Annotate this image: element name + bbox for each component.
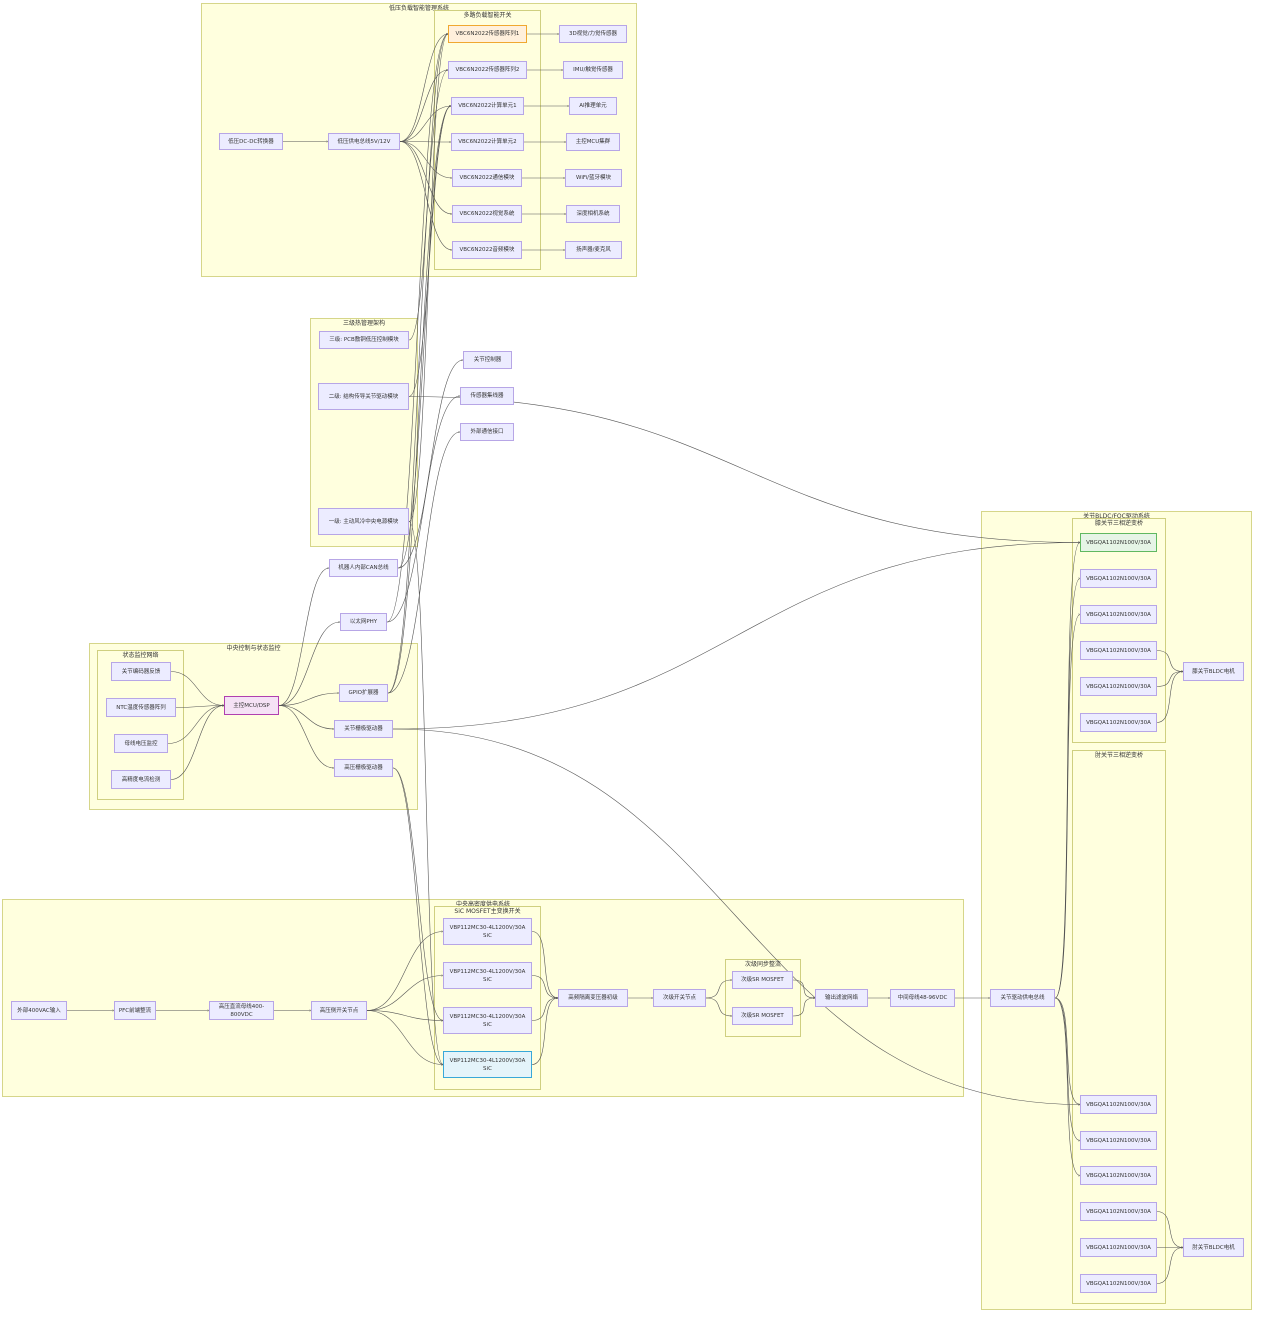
cluster-title: 关节BLDC/FOC驱动系统 bbox=[1083, 513, 1150, 520]
node-jgate[interactable]: 关节栅极驱动器 bbox=[334, 720, 393, 738]
node-jbus[interactable]: 关节驱动供电总线 bbox=[990, 989, 1055, 1007]
knee-cluster: 膝关节三相逆变桥 bbox=[1072, 518, 1166, 743]
node-pfc[interactable]: PFC前端整流 bbox=[114, 1001, 156, 1020]
node-e1[interactable]: VBGQA1102N100V/30A bbox=[1080, 1131, 1157, 1150]
node-th2[interactable]: 一级: 主动风冷中央电源模块 bbox=[318, 508, 409, 535]
node-sr0[interactable]: 次级SR MOSFET bbox=[732, 971, 793, 989]
node-th1[interactable]: 二级: 结构传导关节驱动模块 bbox=[318, 383, 409, 410]
node-k4[interactable]: VBGQA1102N100V/30A bbox=[1080, 677, 1157, 696]
node-jc[interactable]: 关节控制器 bbox=[463, 351, 512, 369]
node-sic1[interactable]: VBP112MC30-4L1200V/30A SiC bbox=[443, 962, 532, 989]
node-ext[interactable]: 外部通信接口 bbox=[460, 423, 514, 441]
node-ld2[interactable]: AI推理单元 bbox=[569, 97, 617, 115]
node-ld0[interactable]: 3D视觉/力觉传感器 bbox=[559, 25, 627, 43]
node-ld1[interactable]: IMU/触觉传感器 bbox=[563, 61, 623, 79]
node-k3[interactable]: VBGQA1102N100V/30A bbox=[1080, 641, 1157, 660]
node-sw6[interactable]: VBC6N2022音频模块 bbox=[452, 241, 522, 259]
cluster-title: 状态监控网络 bbox=[122, 652, 159, 659]
node-e3[interactable]: VBGQA1102N100V/30A bbox=[1080, 1202, 1157, 1221]
node-k1[interactable]: VBGQA1102N100V/30A bbox=[1080, 569, 1157, 588]
node-mcu[interactable]: 主控MCU/DSP bbox=[224, 696, 279, 715]
node-mon0[interactable]: 关节编码器反馈 bbox=[111, 662, 171, 681]
node-lvbus[interactable]: 低压供电总线5V/12V bbox=[328, 133, 400, 150]
node-sw3[interactable]: VBC6N2022计算单元2 bbox=[451, 133, 524, 151]
node-e0[interactable]: VBGQA1102N100V/30A bbox=[1080, 1095, 1157, 1114]
node-hgate[interactable]: 高压栅极驱动器 bbox=[334, 759, 393, 777]
edge-jgate-to-k0 bbox=[392, 543, 1080, 730]
node-ld4[interactable]: WiFi/蓝牙模块 bbox=[565, 169, 622, 187]
node-in[interactable]: 外部400VAC输入 bbox=[11, 1001, 67, 1020]
node-sic3[interactable]: VBP112MC30-4L1200V/30A SiC bbox=[443, 1051, 532, 1078]
node-sw5[interactable]: VBC6N2022视觉系统 bbox=[452, 205, 522, 223]
cluster-title: 低压负载智能管理系统 bbox=[388, 5, 449, 12]
cluster-title: 次级同步整流 bbox=[744, 961, 781, 968]
node-sec[interactable]: 次级开关节点 bbox=[653, 989, 706, 1007]
node-k2[interactable]: VBGQA1102N100V/30A bbox=[1080, 605, 1157, 624]
node-tx[interactable]: 高频隔离变压器初级 bbox=[558, 989, 628, 1007]
node-sr1[interactable]: 次级SR MOSFET bbox=[732, 1007, 793, 1025]
cluster-title: 中央控制与状态监控 bbox=[226, 645, 281, 652]
node-sic2[interactable]: VBP112MC30-4L1200V/30A SiC bbox=[443, 1007, 532, 1034]
node-sic0[interactable]: VBP112MC30-4L1200V/30A SiC bbox=[443, 918, 532, 945]
node-hub[interactable]: 传感器集线器 bbox=[460, 387, 514, 405]
node-k0[interactable]: VBGQA1102N100V/30A bbox=[1080, 533, 1157, 552]
node-mid[interactable]: 中间母线48-96VDC bbox=[890, 989, 955, 1007]
node-kmot[interactable]: 膝关节BLDC电机 bbox=[1183, 662, 1244, 681]
node-mon1[interactable]: NTC温度传感器阵列 bbox=[106, 698, 176, 717]
cluster-title: 肘关节三相逆变桥 bbox=[1094, 752, 1143, 759]
node-gpio[interactable]: GPIO扩展器 bbox=[339, 684, 388, 702]
node-mon3[interactable]: 高精度电流检测 bbox=[111, 770, 171, 789]
cluster-title: 多路负载智能开关 bbox=[463, 12, 512, 19]
node-sw2[interactable]: VBC6N2022计算单元1 bbox=[451, 97, 524, 115]
node-th0[interactable]: 三级: PCB敷铜低压控制模块 bbox=[319, 331, 409, 349]
node-ld6[interactable]: 扬声器/麦克风 bbox=[565, 241, 622, 259]
cluster-title: 三级热管理架构 bbox=[342, 320, 385, 327]
node-sw0[interactable]: VBC6N2022传感器阵列1 bbox=[448, 25, 527, 43]
node-mon2[interactable]: 母线电压监控 bbox=[114, 734, 168, 753]
node-hvbus[interactable]: 高压直流母线400-800VDC bbox=[209, 1001, 274, 1020]
node-e2[interactable]: VBGQA1102N100V/30A bbox=[1080, 1166, 1157, 1185]
node-eth[interactable]: 以太网PHY bbox=[340, 613, 387, 631]
cluster-title: 膝关节三相逆变桥 bbox=[1094, 520, 1143, 527]
node-dcdc[interactable]: 低压DC-DC转换器 bbox=[219, 133, 283, 150]
node-k5[interactable]: VBGQA1102N100V/30A bbox=[1080, 713, 1157, 732]
node-flt[interactable]: 输出滤波网络 bbox=[815, 989, 868, 1007]
node-ld3[interactable]: 主控MCU集群 bbox=[566, 133, 620, 151]
node-emot[interactable]: 肘关节BLDC电机 bbox=[1183, 1238, 1244, 1257]
node-can[interactable]: 机器人内部CAN总线 bbox=[329, 559, 398, 577]
edge-th1-to-k0 bbox=[408, 396, 1080, 543]
node-hvsw[interactable]: 高压侧开关节点 bbox=[311, 1001, 367, 1020]
node-sw4[interactable]: VBC6N2022通信模块 bbox=[452, 169, 522, 187]
node-ld5[interactable]: 深度相机系统 bbox=[566, 205, 620, 223]
node-sw1[interactable]: VBC6N2022传感器阵列2 bbox=[448, 61, 527, 79]
node-e5[interactable]: VBGQA1102N100V/30A bbox=[1080, 1274, 1157, 1293]
cluster-title: SiC MOSFET主变换开关 bbox=[454, 908, 521, 915]
node-e4[interactable]: VBGQA1102N100V/30A bbox=[1080, 1238, 1157, 1257]
